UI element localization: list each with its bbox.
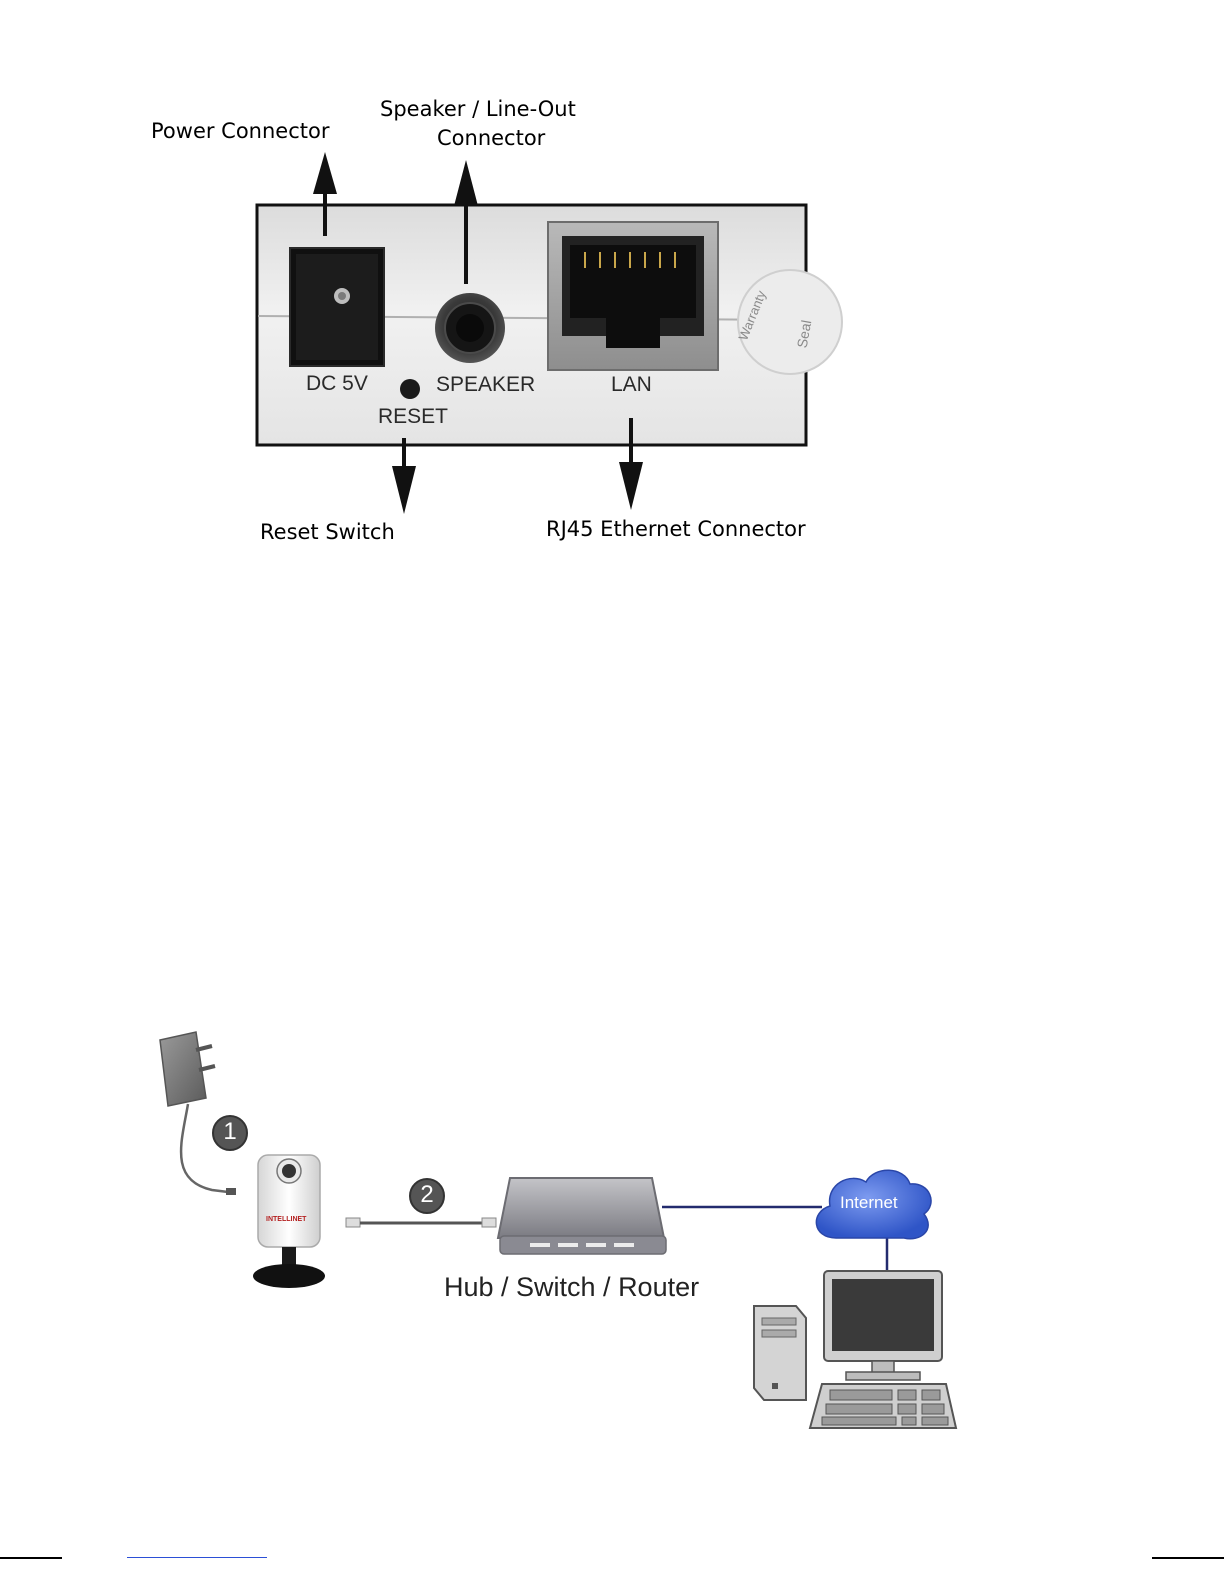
step-2-number: 2	[416, 1181, 438, 1209]
power-adapter	[160, 1032, 236, 1195]
footer-link-underline	[127, 1557, 267, 1558]
hub-switch-router-label: Hub / Switch / Router	[444, 1272, 699, 1303]
desktop-computer	[754, 1271, 956, 1428]
ethernet-cable	[346, 1218, 496, 1227]
internet-label: Internet	[840, 1193, 898, 1213]
hub-device	[498, 1178, 666, 1254]
footer-rule-right	[1152, 1557, 1224, 1559]
footer-rule-left	[0, 1557, 62, 1559]
camera-brand-label: INTELLINET	[266, 1216, 306, 1223]
step-1-number: 1	[219, 1118, 241, 1146]
